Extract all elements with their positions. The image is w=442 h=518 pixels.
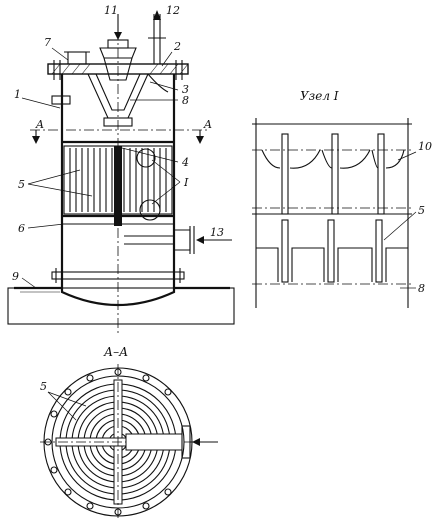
funnel-3 [87,73,169,127]
section-line-a-a [30,129,210,144]
detail-view: Узел I [252,89,432,308]
detail-lower-tubes [256,219,408,283]
inlet-11 [99,14,137,81]
label-1: 1 [14,88,21,101]
label-11: 11 [104,4,118,17]
detail-title: Узел I [300,89,339,103]
label-detail-i: I [183,176,189,189]
label-section-a-right: A [203,118,212,131]
section-title: А–А [103,345,128,359]
leader-lines [21,47,181,289]
label-3: 3 [182,83,189,96]
detail-circle-lower [139,199,161,221]
section-a-a-view: А–А [40,345,218,518]
main-section-view: 11 12 7 2 3 8 1 A A 4 5 I 6 13 9 [7,4,235,335]
detail-label-10: 10 [418,140,432,153]
label-5: 5 [18,178,25,191]
detail-circle-upper [136,148,156,168]
label-8: 8 [182,94,189,107]
label-section-a-left: A [35,118,44,131]
label-9: 9 [12,270,19,283]
inlet-13 [124,226,232,254]
label-7: 7 [44,36,51,49]
label-13: 13 [210,226,224,239]
detail-upper-tubes [252,133,412,215]
lower-plate-6 [62,214,174,226]
top-cover [47,60,189,80]
foundation-9 [7,286,235,325]
section-label-5: 5 [40,380,47,393]
cover-nozzle-7 [64,51,90,65]
detail-label-8: 8 [418,282,425,295]
outlet-12 [148,10,166,64]
label-4: 4 [181,156,189,169]
label-12: 12 [166,4,180,17]
label-2: 2 [173,40,181,53]
section-inlet-nozzle [125,425,218,459]
tube-bundle-5 [63,145,173,215]
label-6: 6 [18,222,25,235]
side-fitting [51,95,71,105]
detail-label-5: 5 [418,204,425,217]
